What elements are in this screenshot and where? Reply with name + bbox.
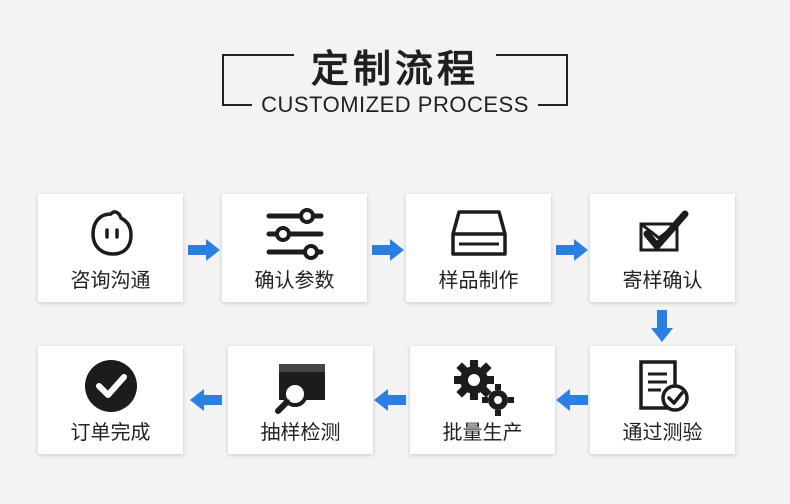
arrow-left-icon xyxy=(556,389,588,411)
arrow-right-icon xyxy=(556,239,588,261)
step-card-pass-test: 通过测验 xyxy=(590,346,735,454)
step-card-sampling-inspection: 抽样检测 xyxy=(228,346,373,454)
step-label: 寄样确认 xyxy=(622,268,703,292)
step-card-confirm-params: 确认参数 xyxy=(222,194,367,302)
box-search-icon xyxy=(228,356,373,418)
step-card-sample-making: 样品制作 xyxy=(406,194,551,302)
step-card-mass-production: 批量生产 xyxy=(410,346,555,454)
step-card-consult: 咨询沟通 xyxy=(38,194,183,302)
step-label: 咨询沟通 xyxy=(70,268,151,292)
sliders-icon xyxy=(222,204,367,266)
arrow-right-icon xyxy=(372,239,404,261)
title-frame xyxy=(0,0,790,140)
step-label: 通过测验 xyxy=(622,420,703,444)
step-label: 确认参数 xyxy=(254,268,335,292)
tray-icon xyxy=(406,204,551,266)
arrow-down-icon xyxy=(651,310,673,342)
step-label: 抽样检测 xyxy=(260,420,341,444)
document-check-icon xyxy=(590,356,735,418)
check-circle-icon xyxy=(38,356,183,418)
step-label: 订单完成 xyxy=(70,420,151,444)
page-title: 定制流程 xyxy=(310,47,479,91)
step-label: 样品制作 xyxy=(438,268,519,292)
mail-check-icon xyxy=(590,204,735,266)
step-card-send-sample: 寄样确认 xyxy=(590,194,735,302)
arrow-right-icon xyxy=(188,239,220,261)
gears-icon xyxy=(410,356,555,418)
page-subtitle: CUSTOMIZED PROCESS xyxy=(261,92,529,117)
arrow-left-icon xyxy=(374,389,406,411)
step-label: 批量生产 xyxy=(442,420,523,444)
chat-bubble-icon xyxy=(38,204,183,266)
step-card-order-complete: 订单完成 xyxy=(38,346,183,454)
arrow-left-icon xyxy=(190,389,222,411)
